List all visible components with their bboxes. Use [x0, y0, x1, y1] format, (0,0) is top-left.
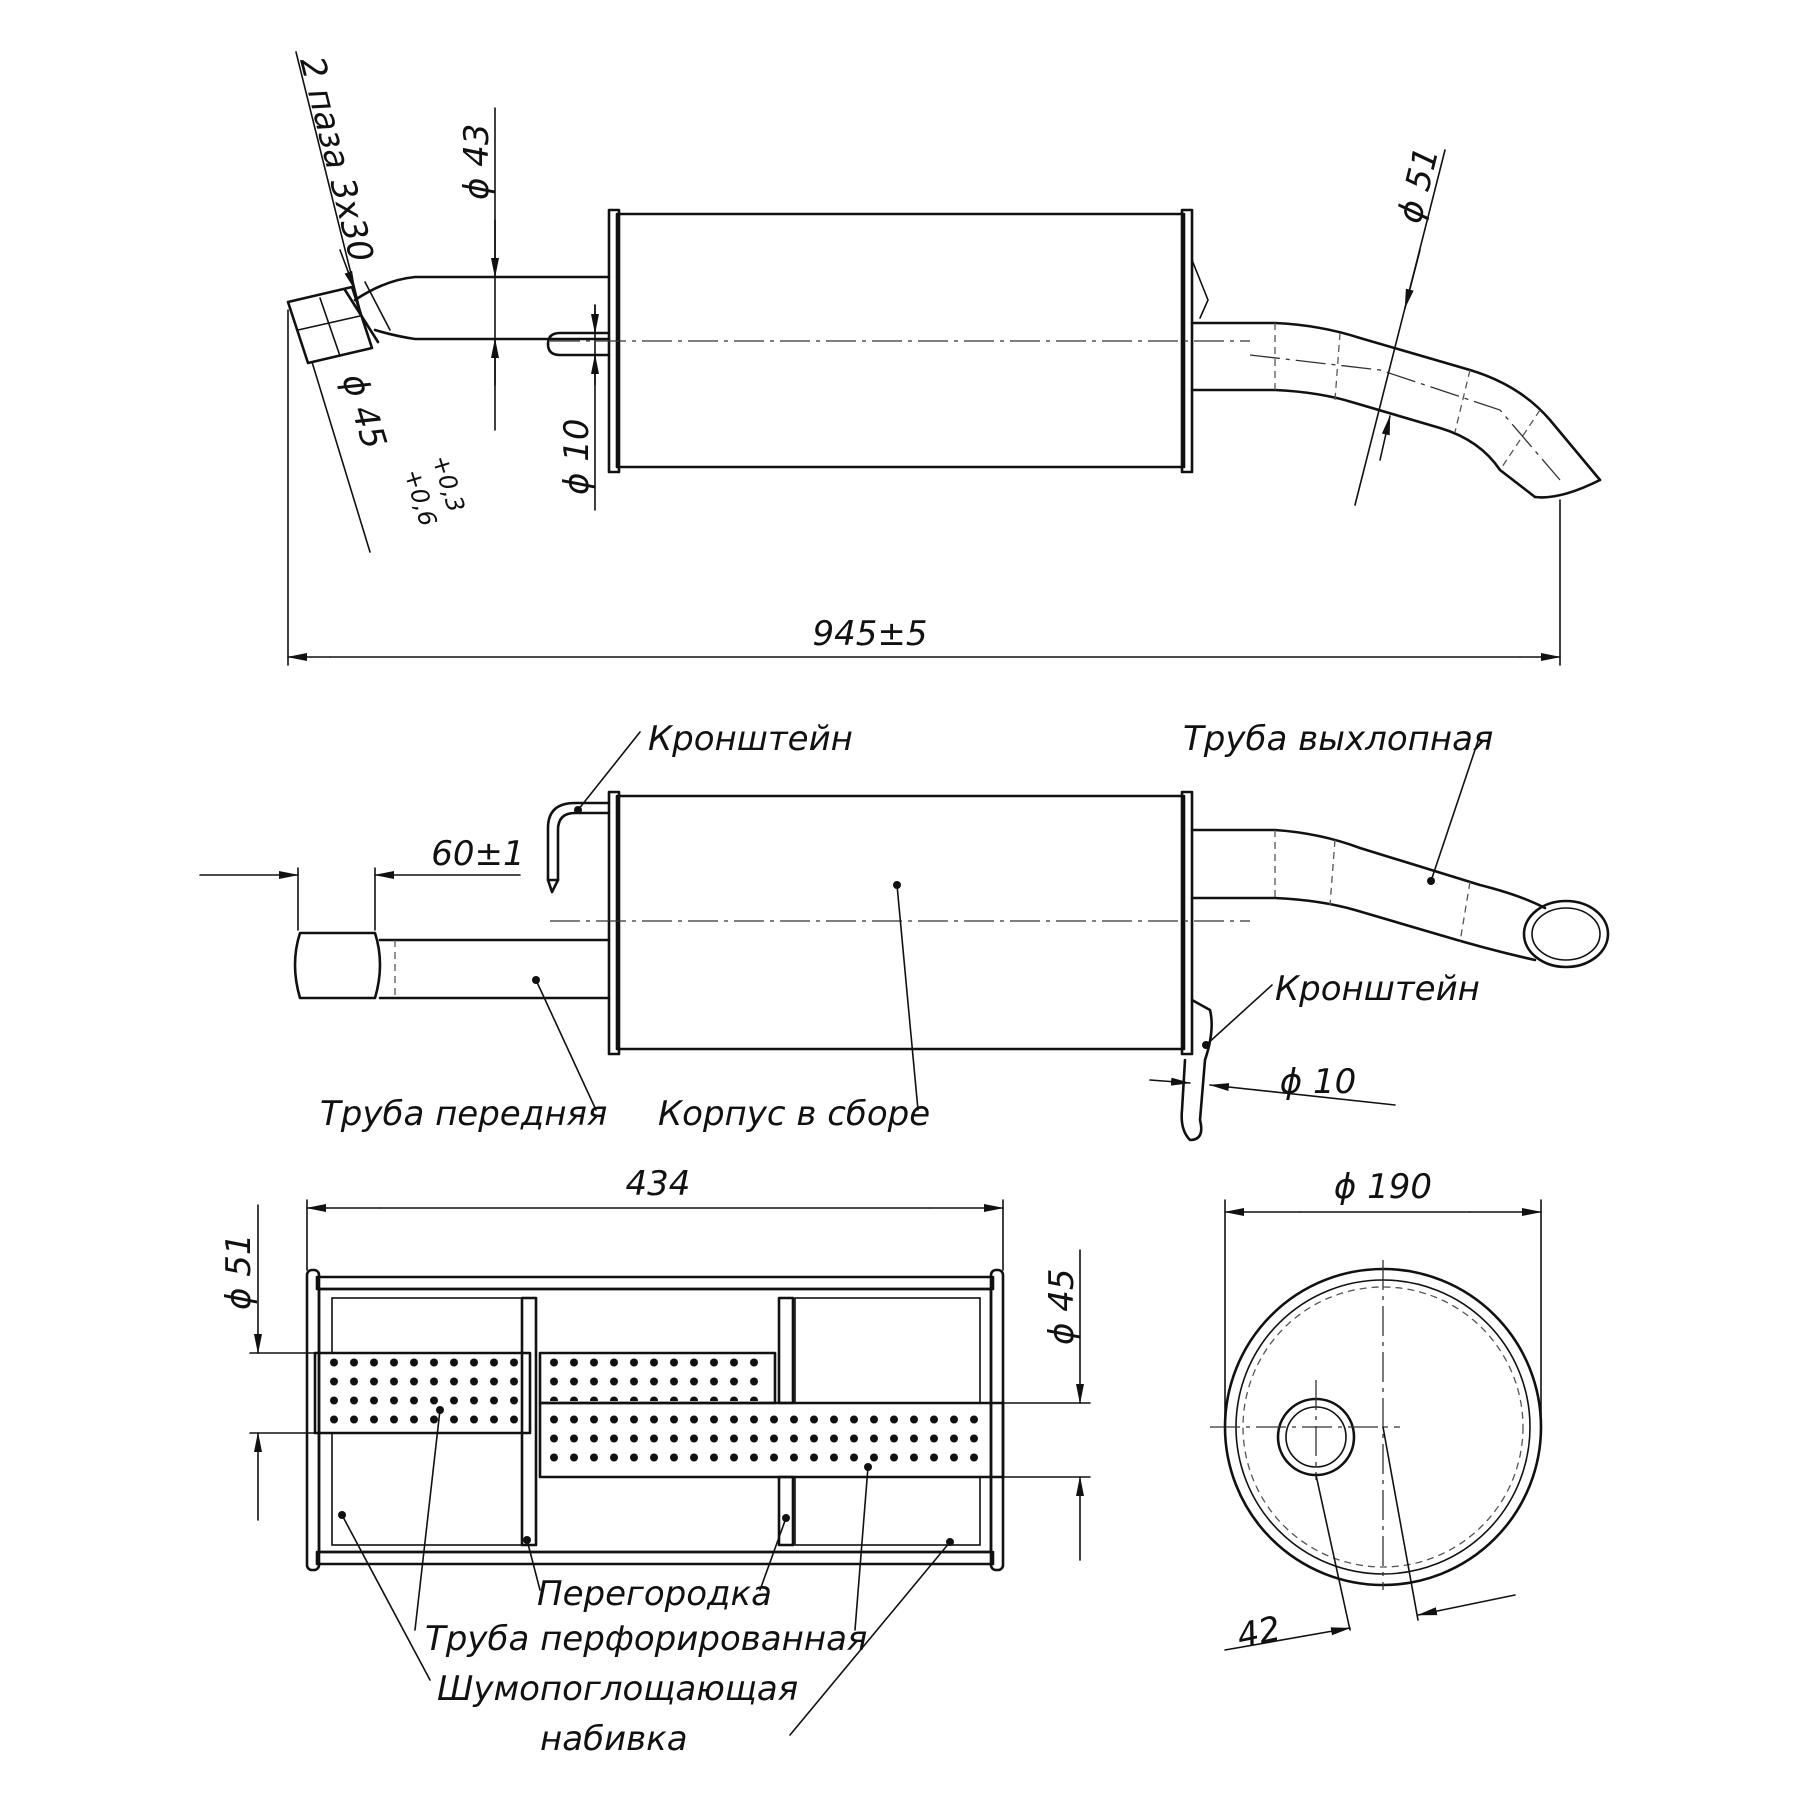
dim-d43: ϕ 43 — [457, 124, 497, 201]
label-sound-absorbing-2: набивка — [540, 1719, 688, 1759]
perforated-pipe-middle-top — [545, 1356, 770, 1401]
slots-label: 2 паза 3х30 — [291, 53, 381, 267]
dim-d51-top: ϕ 51 — [1390, 143, 1447, 227]
baffle-2-top — [777, 1296, 795, 1405]
label-body-assembly: Корпус в сборе — [658, 1094, 930, 1134]
dim-42: 42 — [1234, 1609, 1285, 1657]
exhaust-pipe-opening — [1522, 899, 1610, 969]
label-sound-absorbing: Шумопоглощающая — [437, 1669, 798, 1709]
baffle-2-bottom — [777, 1475, 795, 1547]
label-perforated-pipe: Труба перфорированная — [425, 1619, 867, 1659]
label-bracket-top: Кронштейн — [648, 719, 853, 759]
inlet-slotted-end — [286, 285, 374, 365]
label-front-pipe: Труба передняя — [320, 1094, 607, 1134]
dim-d45-section: ϕ 45 — [1042, 1269, 1082, 1346]
front-pipe-end — [293, 931, 382, 1000]
perforated-pipe-inlet — [330, 1357, 525, 1429]
label-exhaust-pipe: Труба выхлопная — [1183, 719, 1493, 759]
dim-945: 945±5 — [812, 614, 927, 654]
inlet-pipe-lower — [373, 328, 611, 341]
dim-d45-inlet: ϕ 45 — [333, 369, 394, 454]
outlet-pipe-lower — [1190, 388, 1537, 499]
label-baffle: Перегородка — [537, 1574, 772, 1614]
bracket-side-top — [546, 801, 611, 882]
body-side-view — [615, 794, 1186, 1051]
dim-434: 434 — [626, 1164, 691, 1204]
packing-right-bottom — [794, 1476, 981, 1546]
bracket-pin-top — [546, 331, 611, 357]
packing-left-top — [331, 1297, 523, 1354]
bracket-side-bottom — [1180, 998, 1213, 1142]
dim-60: 60±1 — [431, 834, 524, 874]
inlet-pipe-upper — [353, 275, 611, 302]
perforated-pipe-outlet — [546, 1408, 991, 1472]
outlet-pipe-upper — [1190, 321, 1602, 482]
packing-right-top — [794, 1297, 981, 1404]
dim-d51-section: ϕ 51 — [219, 1234, 259, 1311]
top-view: 945±5 ϕ 43 ϕ 10 ϕ 51 2 паза 3х30 ϕ 45 +0… — [286, 51, 1602, 666]
end-view: ϕ 190 42 — [1210, 1167, 1543, 1657]
outlet-cut-end — [1533, 478, 1602, 499]
dim-d10-top: ϕ 10 — [557, 419, 597, 496]
dim-d10-side: ϕ 10 — [1280, 1062, 1357, 1102]
flange-right — [1180, 208, 1194, 474]
exhaust-pipe-lower — [1190, 896, 1537, 962]
dim-d190: ϕ 190 — [1334, 1167, 1432, 1207]
label-bracket-bottom: Кронштейн — [1275, 969, 1480, 1009]
side-view: 60±1 ϕ 10 Кронштейн Труба выхлопная Крон… — [199, 719, 1610, 1142]
section-view: 434 ϕ 51 ϕ 45 Перегородка Труба перфорир… — [219, 1164, 1091, 1759]
exhaust-pipe-upper — [1190, 828, 1547, 910]
